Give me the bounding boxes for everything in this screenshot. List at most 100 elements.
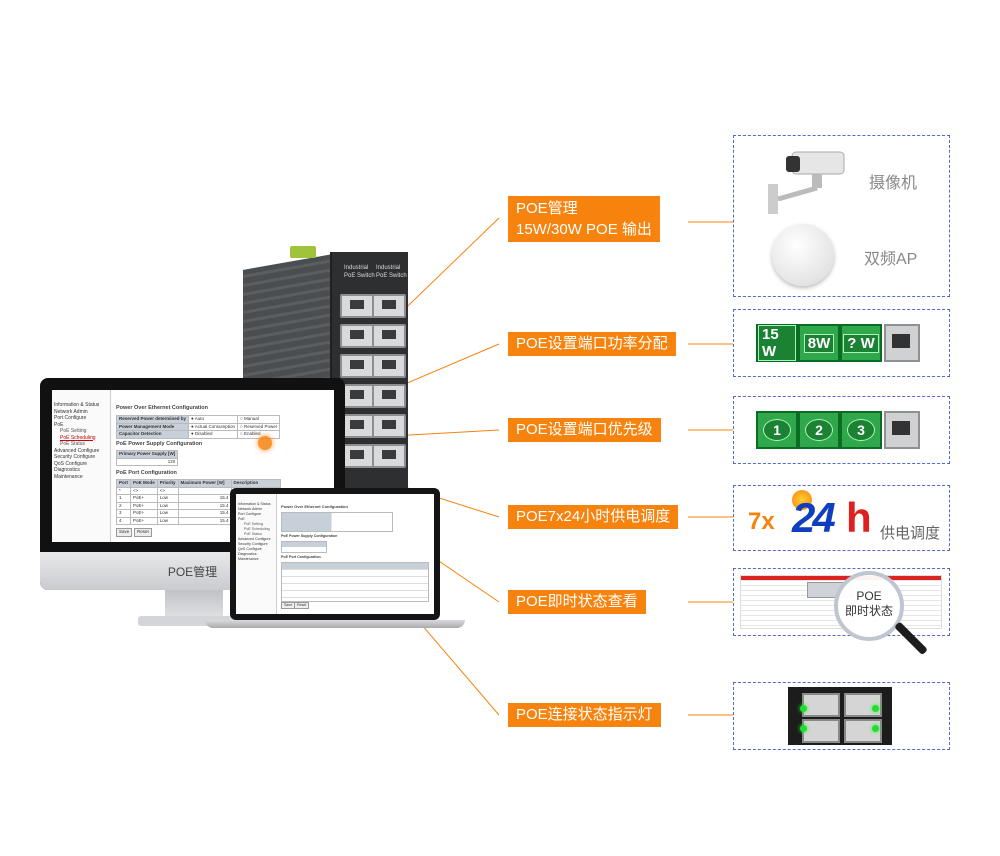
link-led [872, 725, 879, 732]
callout-power-allocation: POE设置端口功率分配 [508, 332, 676, 356]
access-point-icon [772, 224, 834, 286]
supply-title: PoE Power Supply Configuration [116, 441, 203, 447]
nav-item[interactable]: Network Admin [54, 408, 88, 415]
nav-item[interactable]: Maintenance [54, 473, 83, 480]
reset-button[interactable]: Reset [134, 528, 152, 537]
callout-origin-dot [258, 436, 272, 450]
monitor-stand [165, 590, 223, 620]
settings-table: Reserved Power determined by ● Auto ○ Ma… [115, 415, 281, 439]
rj45-port [802, 719, 840, 743]
nav-item[interactable]: PoE Scheduling [60, 434, 96, 441]
nav-item[interactable]: PoE Status [244, 532, 262, 536]
sched-24: 24 [792, 494, 836, 541]
nav-item[interactable]: PoE Scheduling [244, 527, 270, 531]
supply-input[interactable]: 120 [115, 457, 179, 466]
nav-item[interactable]: Advanced Configure [54, 447, 100, 454]
switch-port [372, 354, 406, 378]
switch-port [340, 384, 374, 408]
reset-button[interactable]: Reset [294, 602, 310, 609]
monitor-nav: Information & Status Network Admin Port … [52, 390, 111, 542]
nav-item[interactable]: Information & Status [54, 402, 100, 408]
supply-table: Primary Power Supply [W] 120 [115, 450, 179, 466]
power-port-2: 8W [798, 324, 840, 362]
switch-port [372, 324, 406, 348]
laptop-nav: Information & Status Network Admin Port … [236, 494, 277, 614]
setting-label: Power Management Mode [115, 422, 190, 431]
sun-icon [792, 490, 812, 510]
switch-port [340, 414, 374, 438]
switch-port [372, 384, 406, 408]
priority-port-3: 3 [840, 411, 882, 449]
callout-priority: POE设置端口优先级 [508, 418, 661, 442]
panel-priority: 1 2 3 [733, 396, 950, 464]
col-header: Description [230, 479, 281, 488]
switch-port [340, 324, 374, 348]
port-title: PoE Port Configuration [281, 555, 321, 559]
callout-realtime-status: POE即时状态查看 [508, 590, 646, 614]
nav-item[interactable]: QoS Configure [238, 547, 262, 551]
nav-item[interactable]: Maintenance [238, 557, 259, 561]
priority-port-1: 1 [756, 411, 798, 449]
ap-label: 双频AP [864, 251, 918, 268]
monitor-base [138, 616, 250, 626]
setting-label: Reserved Power determined by [115, 415, 190, 424]
power-port-1: 15 W [756, 324, 798, 362]
radio-option[interactable]: ○ Reserved Power [237, 422, 281, 431]
col-header: Maximum Power [W] [177, 479, 232, 488]
nav-item[interactable]: PoE Status [60, 441, 86, 447]
power-port-3: ? W [840, 324, 882, 362]
nav-item[interactable]: PoE [238, 517, 245, 521]
col-header: Port [116, 479, 131, 488]
laptop-base [205, 620, 465, 628]
panel-scheduling: 7x 24 h 供电调度 [733, 485, 950, 551]
panel-link-indicator [733, 682, 950, 750]
radio-option[interactable]: ○ Manual [237, 415, 281, 424]
save-button[interactable]: Save [116, 528, 133, 537]
rj45-port [802, 693, 840, 717]
radio-option[interactable]: ○ Enabled [237, 430, 281, 439]
laptop-supply-block [281, 541, 327, 553]
nav-item[interactable]: PoE Setting [60, 428, 87, 434]
panel-power-allocation: 15 W 8W ? W [733, 309, 950, 377]
radio-option[interactable]: ● Disabled [188, 430, 239, 439]
nav-item[interactable]: Diagnostics [54, 467, 80, 473]
callout-scheduling: POE7x24小时供电调度 [508, 505, 679, 529]
setting-label: Capacitor Detection [115, 430, 190, 439]
supply-title: PoE Power Supply Configuration [281, 534, 338, 538]
link-led [800, 705, 807, 712]
priority-port-2: 2 [798, 411, 840, 449]
port-block-photo [788, 687, 892, 745]
link-led [872, 705, 879, 712]
laptop-port-table [281, 562, 429, 602]
panel-devices: 摄像机 双频AP [733, 135, 950, 297]
sched-h: h [846, 494, 872, 541]
nav-item[interactable]: Advanced Configure [238, 537, 271, 541]
nav-item[interactable]: Port Configure [54, 415, 87, 421]
nav-item[interactable]: Network Admin [238, 507, 263, 511]
col-header: PoE Mode [130, 479, 158, 488]
link-led [800, 725, 807, 732]
switch-top-connector [290, 246, 316, 258]
nav-item[interactable]: PoE [54, 421, 64, 428]
nav-item[interactable]: Security Configure [54, 454, 96, 460]
nav-item[interactable]: Diagnostics [238, 552, 257, 556]
switch-label-left: Industrial PoE Switch [344, 265, 375, 279]
nav-item[interactable]: Information & Status [238, 502, 271, 506]
nav-item[interactable]: QoS Configure [54, 460, 88, 467]
rj45-port-icon [884, 324, 920, 362]
nav-item[interactable]: Security Configure [238, 542, 268, 546]
switch-port [340, 354, 374, 378]
rj45-port-icon [884, 411, 920, 449]
page-title: Power Over Ethernet Configuration [116, 405, 208, 411]
radio-option[interactable]: ● Auto [188, 415, 239, 424]
radio-option[interactable]: ● Actual Consumption [188, 422, 239, 431]
nav-item[interactable]: PoE Setting [244, 522, 263, 526]
nav-item[interactable]: Port Configure [238, 512, 262, 516]
switch-port [340, 444, 374, 468]
callout-link-indicator: POE连接状态指示灯 [508, 703, 661, 727]
sched-7x: 7x [748, 508, 775, 535]
sched-subtitle: 供电调度 [880, 525, 941, 542]
page-title: Power Over Ethernet Configuration [281, 504, 348, 509]
panel-realtime-status: POE 即时状态 [733, 568, 950, 656]
monitor-brand-label: POE管理 [167, 565, 218, 579]
